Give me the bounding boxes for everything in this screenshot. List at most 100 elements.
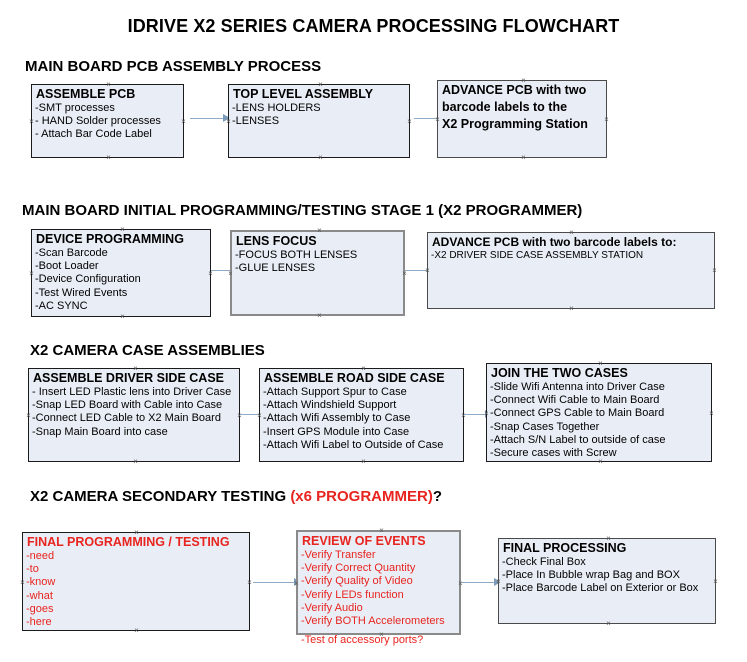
connection-handle-left[interactable] <box>495 578 502 585</box>
connection-handle-bottom[interactable] <box>605 620 612 627</box>
list-item: -Attach Support Spur to Case <box>263 386 407 398</box>
box-title-line2: barcode labels to the <box>442 100 568 114</box>
box-assemble-pcb[interactable]: ASSEMBLE PCB -SMT processes - HAND Solde… <box>31 84 184 158</box>
connection-handle-top[interactable] <box>520 77 527 84</box>
list-item: -Boot Loader <box>35 260 99 273</box>
box-item-list: -Scan Barcode -Boot Loader -Device Confi… <box>32 247 210 313</box>
list-item: -X2 DRIVER SIDE CASE ASSEMBLY STATION <box>431 250 644 261</box>
list-item: -Insert GPS Module into Case <box>263 425 410 438</box>
box-title: ADVANCE PCB with two barcode labels to: <box>432 235 677 249</box>
box-item-list: - Insert LED Plastic lens into Driver Ca… <box>29 386 239 439</box>
connection-handle-top[interactable] <box>378 527 385 534</box>
list-item: -Secure cases with Screw <box>490 447 617 460</box>
section-heading-1: MAIN BOARD PCB ASSEMBLY PROCESS <box>25 58 321 75</box>
list-item: - Attach Bar Code Label <box>35 128 152 141</box>
connection-handle-right[interactable] <box>712 578 719 585</box>
connection-handle-top[interactable] <box>105 81 112 88</box>
connection-handle-right[interactable] <box>180 118 187 125</box>
connection-handle-left[interactable] <box>19 579 26 586</box>
box-title: REVIEW OF EVENTS <box>302 534 426 548</box>
list-item: -Connect LED Cable to X2 Main Board <box>32 412 221 425</box>
connection-handle-bottom[interactable] <box>520 154 527 161</box>
box-device-programming[interactable]: DEVICE PROGRAMMING -Scan Barcode -Boot L… <box>31 229 211 317</box>
list-item: -Snap Main Board into case <box>32 425 168 438</box>
connection-handle-right[interactable] <box>603 116 610 123</box>
connection-handle-left[interactable] <box>483 410 490 417</box>
list-item: -AC SYNC <box>35 299 88 312</box>
list-item: -SMT processes <box>35 102 115 114</box>
list-item: -Attach Wifi Assembly to Case <box>263 412 411 425</box>
connection-handle-bottom[interactable] <box>360 458 367 465</box>
connection-handle-bottom[interactable] <box>119 313 126 320</box>
box-top-level-assembly[interactable]: TOP LEVEL ASSEMBLY -LENS HOLDERS -LENSES <box>228 84 410 158</box>
connection-handle-bottom[interactable] <box>132 458 139 465</box>
connection-handle-left[interactable] <box>227 270 234 277</box>
box-final-programming-testing[interactable]: FINAL PROGRAMMING / TESTING -need -to -k… <box>22 532 250 631</box>
connection-handle-top[interactable] <box>119 226 126 233</box>
box-item-list: -Check Final Box -Place In Bubble wrap B… <box>499 556 715 596</box>
connection-handle-right[interactable] <box>711 267 718 274</box>
list-item: -Verify Transfer <box>301 549 376 561</box>
list-item: -Attach S/N Label to outside of case <box>490 433 666 446</box>
connection-handle-bottom[interactable] <box>105 154 112 161</box>
connection-handle-left[interactable] <box>28 118 35 125</box>
list-item: -Verify LEDs function <box>301 588 404 601</box>
list-item: -Connect GPS Cable to Main Board <box>490 407 665 420</box>
connection-handle-left[interactable] <box>25 412 32 419</box>
box-lens-focus[interactable]: LENS FOCUS -FOCUS BOTH LENSES -GLUE LENS… <box>230 230 405 316</box>
list-item: -LENSES <box>232 115 280 128</box>
connection-handle-top[interactable] <box>605 535 612 542</box>
connection-handle-top[interactable] <box>360 365 367 372</box>
list-item: -Check Final Box <box>502 556 586 568</box>
box-item-list: -FOCUS BOTH LENSES -GLUE LENSES <box>232 249 403 275</box>
list-item: -need <box>26 550 55 562</box>
connection-handle-top[interactable] <box>597 360 604 367</box>
list-item: -know <box>26 576 56 589</box>
list-item: -Verify Audio <box>301 601 363 614</box>
box-advance-pcb-driver-side[interactable]: ADVANCE PCB with two barcode labels to: … <box>427 232 715 309</box>
connection-handle-bottom[interactable] <box>316 312 323 319</box>
box-title: TOP LEVEL ASSEMBLY <box>233 87 374 101</box>
list-item: -Place In Bubble wrap Bag and BOX <box>502 569 680 582</box>
connection-handle-left[interactable] <box>256 412 263 419</box>
section-heading-3: X2 CAMERA CASE ASSEMBLIES <box>30 342 265 359</box>
box-review-of-events[interactable]: REVIEW OF EVENTS -Verify Transfer -Verif… <box>293 527 461 646</box>
box-title-line3: X2 Programming Station <box>442 117 588 131</box>
connection-handle-left[interactable] <box>434 116 441 123</box>
list-item: -Attach Windshield Support <box>263 399 397 412</box>
connection-handle-top[interactable] <box>316 227 323 234</box>
box-final-processing[interactable]: FINAL PROCESSING -Check Final Box -Place… <box>498 538 716 624</box>
connection-handle-left[interactable] <box>293 580 300 587</box>
connection-handle-left[interactable] <box>28 270 35 277</box>
page-title: IDRIVE X2 SERIES CAMERA PROCESSING FLOWC… <box>127 16 620 36</box>
box-item-list: -need -to -know -what -goes -here <box>23 550 249 629</box>
connection-handle-bottom[interactable] <box>597 458 604 465</box>
box-title: JOIN THE TWO CASES <box>491 366 628 380</box>
connection-handle-top[interactable] <box>317 81 324 88</box>
list-item: -LENS HOLDERS <box>232 102 321 114</box>
connection-handle-top[interactable] <box>133 529 140 536</box>
connection-handle-right[interactable] <box>406 118 413 125</box>
connection-handle-left[interactable] <box>424 267 431 274</box>
connection-handle-top[interactable] <box>132 365 139 372</box>
connection-handle-right[interactable] <box>246 579 253 586</box>
box-assemble-road-side-case[interactable]: ASSEMBLE ROAD SIDE CASE -Attach Support … <box>259 368 464 462</box>
list-item: -to <box>26 563 39 576</box>
box-advance-pcb-programming-station[interactable]: ADVANCE PCB with two barcode labels to t… <box>437 80 607 158</box>
connection-handle-left[interactable] <box>225 118 232 125</box>
connection-handle-bottom[interactable] <box>378 631 385 638</box>
section-heading-4-suffix: ? <box>432 488 442 505</box>
list-item: -GLUE LENSES <box>235 262 316 275</box>
box-title: FINAL PROCESSING <box>503 541 627 555</box>
box-join-the-two-cases[interactable]: JOIN THE TWO CASES -Slide Wifi Antenna i… <box>486 363 712 462</box>
connection-handle-bottom[interactable] <box>133 627 140 634</box>
connection-handle-top[interactable] <box>568 229 575 236</box>
connection-handle-bottom[interactable] <box>568 305 575 312</box>
connection-handle-right[interactable] <box>708 410 715 417</box>
list-item: -Scan Barcode <box>35 247 108 259</box>
box-item-list: -Attach Support Spur to Case -Attach Win… <box>260 386 463 452</box>
box-assemble-driver-side-case[interactable]: ASSEMBLE DRIVER SIDE CASE - Insert LED P… <box>28 368 240 462</box>
list-item: -goes <box>26 602 54 615</box>
connection-handle-bottom[interactable] <box>317 154 324 161</box>
